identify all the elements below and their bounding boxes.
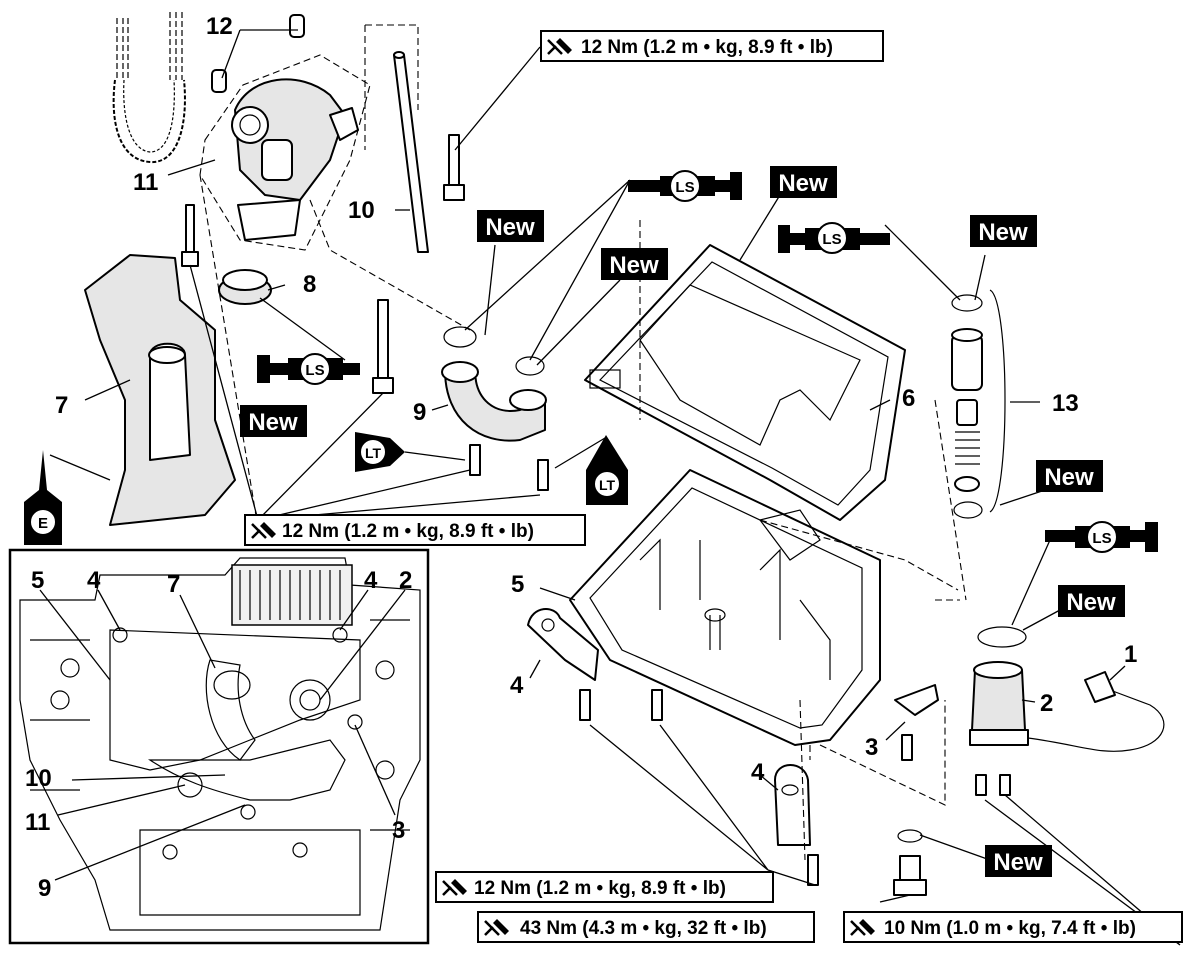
callout-4-bottom: 4 <box>751 759 765 786</box>
lt-threadlock-symbols: LT LT <box>355 432 628 505</box>
lt-symbol-right-text: LT <box>599 477 616 493</box>
inset-callout-7: 7 <box>167 571 180 598</box>
callout-12: 12 <box>206 13 233 40</box>
left-bolts <box>181 204 394 394</box>
ls-symbol-mid: LS <box>257 353 360 385</box>
oil-delivery-pipe <box>441 326 549 491</box>
torque-middle-left-text: 12 Nm (1.2 m • kg, 8.9 ft • lb) <box>282 521 534 542</box>
oil-level-switch <box>969 626 1165 796</box>
oil-pump-chain <box>112 12 186 164</box>
ls-grease-symbols: LS LS LS LS <box>257 170 1158 553</box>
new-label-gasket: New <box>778 170 828 197</box>
torque-box-bottom-right: 10 Nm (1.0 m • kg, 7.4 ft • lb) <box>843 911 1183 943</box>
callout-5: 5 <box>511 571 524 598</box>
new-label-valve-oring: New <box>978 219 1028 246</box>
torque-box-middle-left: 12 Nm (1.2 m • kg, 8.9 ft • lb) <box>244 514 586 546</box>
torque-box-bottom-mid: 43 Nm (4.3 m • kg, 32 ft • lb) <box>477 911 815 943</box>
new-labels: New New New New New New New New <box>240 166 1125 877</box>
torque-bottom-left-text: 12 Nm (1.2 m • kg, 8.9 ft • lb) <box>474 878 726 899</box>
ls-symbol-mid-text: LS <box>305 362 324 379</box>
relief-valve-assembly <box>951 289 1006 519</box>
callout-10: 10 <box>348 197 375 224</box>
oil-pan-gasket <box>584 244 906 521</box>
top-bolt <box>443 134 465 201</box>
inset-callout-10: 10 <box>25 765 52 792</box>
callout-6: 6 <box>902 385 915 412</box>
oil-pump-assembly <box>199 54 371 251</box>
inset-callout-4-right: 4 <box>364 567 378 594</box>
ls-symbol-top-text: LS <box>675 179 694 196</box>
inset-callout-5: 5 <box>31 567 44 594</box>
lt-symbol-right: LT <box>586 435 628 505</box>
new-label-circlip: New <box>1044 464 1094 491</box>
oil-strainer-housing <box>84 254 236 526</box>
installed-view-inset: 5 4 7 4 2 10 11 3 9 <box>8 548 430 945</box>
new-label-oring-left: New <box>485 214 535 241</box>
callout-3: 3 <box>865 734 878 761</box>
inset-callout-4-left: 4 <box>87 567 101 594</box>
ls-symbol-bottom-right-text: LS <box>1092 530 1111 547</box>
callout-2: 2 <box>1040 690 1053 717</box>
ls-symbol-top: LS <box>628 170 742 202</box>
torque-box-bottom-left: 12 Nm (1.2 m • kg, 8.9 ft • lb) <box>435 871 774 903</box>
new-label-oring-right: New <box>609 252 659 279</box>
lt-symbol-left-text: LT <box>365 445 382 461</box>
engine-oil-symbol: E <box>24 450 62 545</box>
strainer-seal <box>218 269 272 305</box>
ls-symbol-right-text: LS <box>822 231 841 248</box>
inset-callout-2: 2 <box>399 567 412 594</box>
ls-symbol-bottom-right: LS <box>1045 521 1158 553</box>
engine-oil-symbol-text: E <box>38 515 48 532</box>
inset-callout-3: 3 <box>392 817 405 844</box>
inset-callout-11: 11 <box>25 809 50 836</box>
callout-13: 13 <box>1052 390 1079 417</box>
oil-pipe <box>364 24 429 253</box>
callout-9: 9 <box>413 399 426 426</box>
new-label-strainer-seal: New <box>248 409 298 436</box>
callout-numbers: 12 11 10 8 7 9 6 13 5 4 3 4 1 2 <box>55 13 1137 786</box>
lt-symbol-left: LT <box>355 432 405 472</box>
torque-bottom-mid-text: 43 Nm (4.3 m • kg, 32 ft • lb) <box>520 918 767 939</box>
new-label-switch-oring: New <box>1066 589 1116 616</box>
callout-7: 7 <box>55 392 68 419</box>
new-label-drain-washer: New <box>993 849 1043 876</box>
callout-8: 8 <box>303 271 316 298</box>
inset-callout-9: 9 <box>38 875 51 902</box>
brackets-and-bolts <box>527 608 939 896</box>
callout-11: 11 <box>133 169 158 196</box>
torque-boxes: 12 Nm (1.2 m • kg, 8.9 ft • lb) 12 Nm (1… <box>244 30 1183 943</box>
torque-top-text: 12 Nm (1.2 m • kg, 8.9 ft • lb) <box>581 37 833 58</box>
leader-lines <box>49 29 1181 946</box>
callout-1: 1 <box>1124 641 1137 668</box>
oil-pan <box>569 469 881 746</box>
torque-bottom-right-text: 10 Nm (1.0 m • kg, 7.4 ft • lb) <box>884 918 1136 939</box>
ls-symbol-right: LS <box>778 222 890 254</box>
torque-box-top: 12 Nm (1.2 m • kg, 8.9 ft • lb) <box>540 30 884 62</box>
callout-4-left: 4 <box>510 672 524 699</box>
